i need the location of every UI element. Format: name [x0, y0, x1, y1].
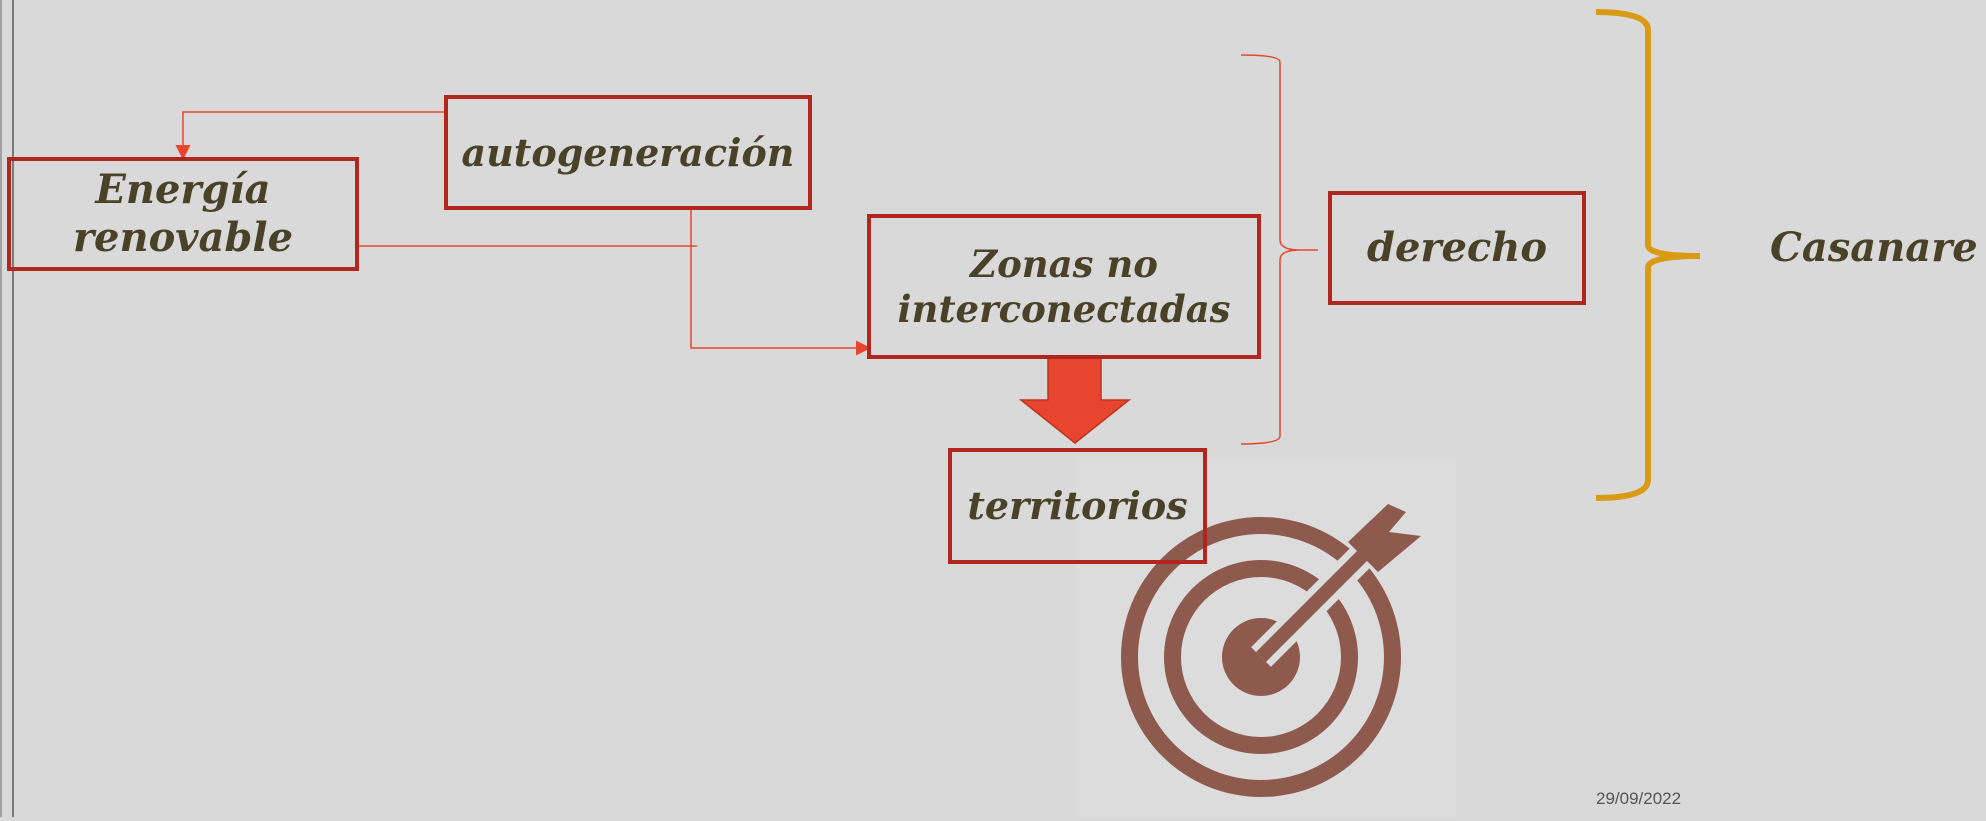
- down-arrow-icon: [1018, 356, 1132, 444]
- node-zonas-label: Zonas no interconectadas: [897, 242, 1231, 331]
- node-autogeneracion: autogeneración: [444, 95, 812, 210]
- node-derecho: derecho: [1328, 191, 1586, 305]
- node-casanare: Casanare: [1770, 224, 1978, 271]
- gold-brace: [1595, 9, 1701, 501]
- node-zonas-no-interconectadas: Zonas no interconectadas: [867, 214, 1261, 359]
- slide-date: 29/09/2022: [1596, 789, 1682, 808]
- node-derecho-label: derecho: [1366, 224, 1548, 271]
- node-energia-label: Energía renovable: [72, 166, 294, 261]
- node-energia-renovable: Energía renovable: [7, 157, 359, 271]
- slide-edge-line: [12, 0, 14, 817]
- target-image: [1076, 462, 1456, 817]
- target-arrow-icon: [1121, 504, 1421, 797]
- connector-autogeneracion-zonas: [690, 208, 871, 356]
- slide-edge: [0, 0, 2, 817]
- connector-autogeneracion-energia: [175, 111, 445, 160]
- node-territorios-label: territorios: [967, 483, 1188, 529]
- node-autogeneracion-label: autogeneración: [461, 129, 795, 175]
- node-territorios: territorios: [948, 448, 1207, 564]
